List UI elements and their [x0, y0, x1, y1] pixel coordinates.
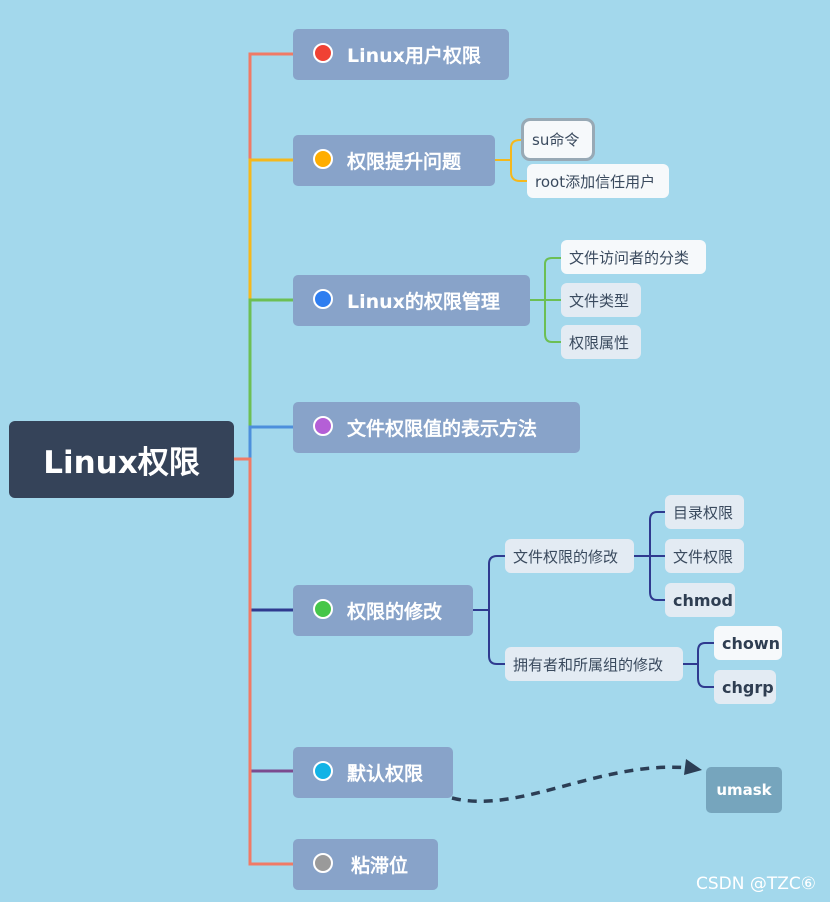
branch-label: 默认权限: [347, 763, 424, 785]
leaf-label: chgrp: [722, 677, 774, 697]
leaf-label: 拥有者和所属组的修改: [513, 655, 664, 674]
umask-node[interactable]: umask: [706, 767, 782, 813]
leaf-label: root添加信任用户: [535, 172, 656, 191]
branch-permission-modify[interactable]: 权限的修改: [293, 585, 473, 636]
leaf-label: 目录权限: [673, 503, 734, 522]
branch-sticky-bit[interactable]: 粘滞位: [293, 839, 438, 890]
management-connector: [530, 257, 561, 343]
csdn-watermark: CSDN @TZC⑥: [695, 874, 816, 894]
leaf-file-accessor-classes[interactable]: 文件访问者的分类: [561, 240, 706, 274]
modify-connector: [473, 555, 505, 665]
branch-permission-value-notation[interactable]: 文件权限值的表示方法: [293, 402, 580, 453]
root-label: Linux权限: [43, 445, 200, 481]
trunk-connector-5: [248, 459, 293, 612]
branch-permission-management[interactable]: Linux的权限管理: [293, 275, 530, 326]
branch-label: 文件权限值的表示方法: [347, 418, 538, 440]
branch-linux-user-permission[interactable]: Linux用户权限: [293, 29, 509, 80]
leaf-label: 文件权限: [673, 547, 734, 566]
gray-dot-icon: [313, 853, 333, 873]
leaf-root-trusted-user[interactable]: root添加信任用户: [527, 164, 669, 198]
leaf-file-types[interactable]: 文件类型: [561, 283, 641, 317]
umask-arrowhead: [684, 759, 702, 775]
orange-dot-icon: [313, 149, 333, 169]
branch-label: 权限的修改: [347, 601, 443, 623]
leaf-file-permission[interactable]: 文件权限: [665, 539, 744, 573]
elevation-connector: [495, 139, 527, 182]
leaf-directory-permission[interactable]: 目录权限: [665, 495, 744, 529]
leaf-chown[interactable]: chown: [714, 626, 782, 660]
cyan-dot-icon: [313, 761, 333, 781]
umask-label: umask: [716, 781, 772, 799]
leaf-su-command[interactable]: su命令: [521, 118, 595, 161]
leaf-chmod[interactable]: chmod: [665, 583, 735, 617]
purple-dot-icon: [313, 416, 333, 436]
branch-label: 粘滞位: [351, 855, 409, 877]
leaf-label: 文件权限的修改: [513, 547, 619, 566]
trunk-connector-2: [248, 158, 293, 459]
umask-dashed-arrow: [451, 765, 691, 803]
branch-label: Linux用户权限: [347, 45, 481, 67]
leaf-chgrp[interactable]: chgrp: [714, 670, 776, 704]
leaf-label: su命令: [532, 131, 580, 149]
red-dot-icon: [313, 43, 333, 63]
leaf-file-permission-modify[interactable]: 文件权限的修改: [505, 539, 634, 573]
modify-owner-connector: [683, 642, 714, 688]
modify-file-connector: [634, 511, 665, 601]
leaf-label: 权限属性: [569, 333, 630, 352]
branch-default-permission[interactable]: 默认权限: [293, 747, 453, 798]
blue-dot-icon: [313, 289, 333, 309]
leaf-label: chmod: [673, 590, 733, 610]
branch-label: Linux的权限管理: [347, 291, 500, 313]
trunk-connector-3: [248, 298, 293, 459]
trunk-connector-1: [234, 52, 293, 461]
leaf-owner-group-modify[interactable]: 拥有者和所属组的修改: [505, 647, 683, 681]
green-dot-icon: [313, 599, 333, 619]
leaf-label: 文件访问者的分类: [569, 248, 690, 267]
leaf-label: chown: [722, 633, 781, 653]
leaf-permission-attributes[interactable]: 权限属性: [561, 325, 641, 359]
branch-privilege-elevation[interactable]: 权限提升问题: [293, 135, 495, 186]
trunk-connector-4: [248, 425, 293, 459]
branch-label: 权限提升问题: [347, 151, 462, 173]
leaf-label: 文件类型: [569, 291, 630, 310]
trunk-connector-7: [234, 457, 293, 866]
root-topic[interactable]: Linux权限: [9, 421, 234, 498]
trunk-connector-6: [248, 459, 293, 773]
